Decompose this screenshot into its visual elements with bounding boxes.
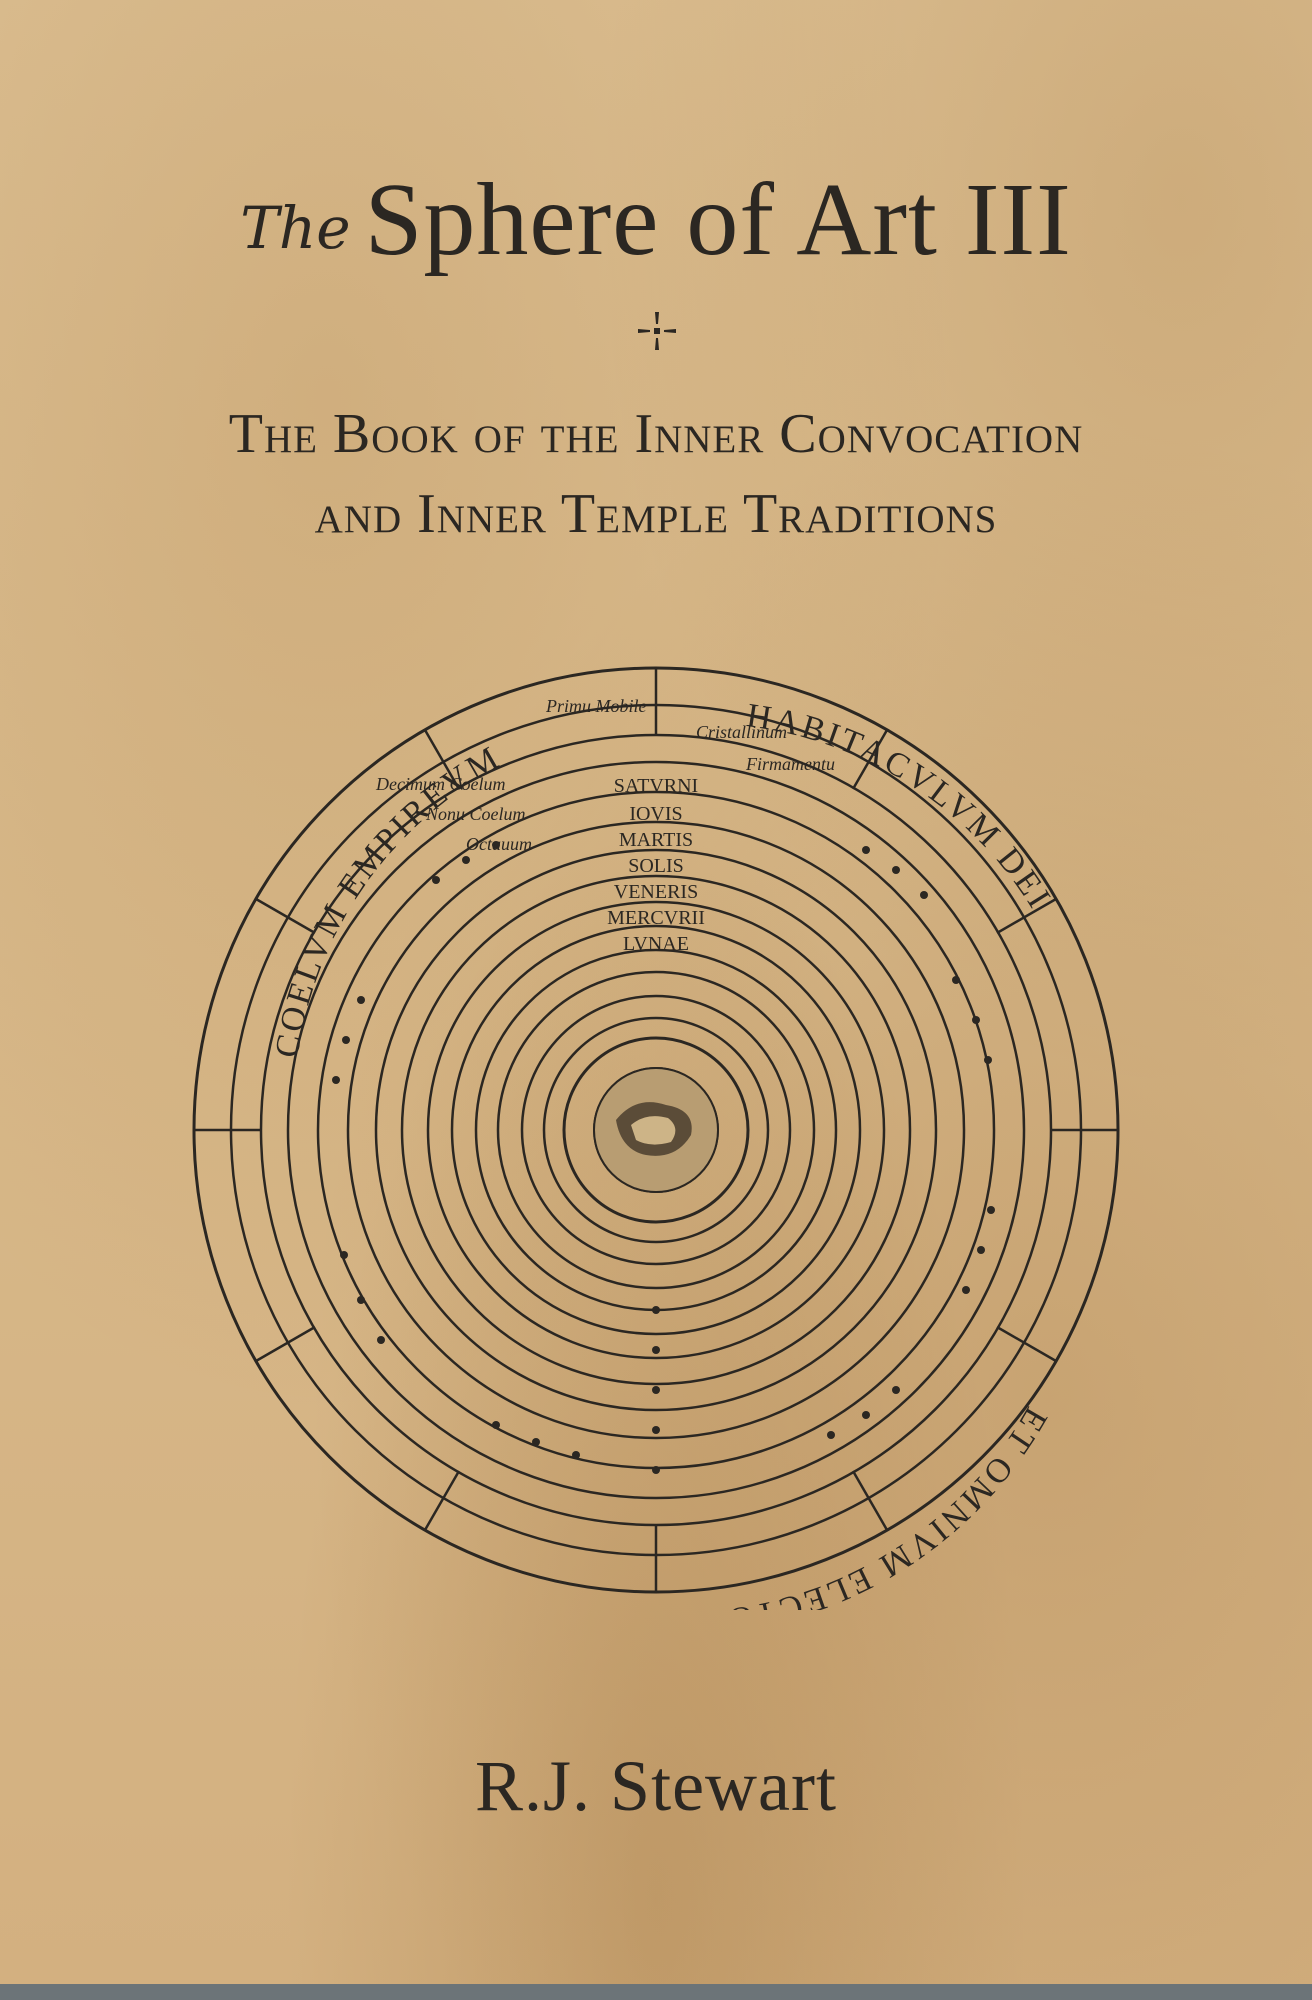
svg-text:Firmamentu: Firmamentu [745,754,835,774]
earth-center [593,1067,719,1193]
svg-text:Primu Mobile: Primu Mobile [545,696,647,716]
svg-text:ET OMNIVM ELECTORVM: ET OMNIVM ELECTORVM [639,1401,1054,1610]
title-prefix: The [240,194,351,262]
svg-text:LVNAE: LVNAE [623,933,689,955]
celestial-spheres-diagram: COELVM EMPIREVM HABITACVLVM DEI ET OMNIV… [192,666,1120,1610]
svg-text:Cristallinum: Cristallinum [696,722,787,742]
svg-text:IOVIS: IOVIS [629,803,682,825]
outer-word-et-omnium-electorum: ET OMNIVM ELECTORVM [639,1401,1051,1610]
subtitle-line-2: and Inner Temple Traditions [314,483,998,545]
title-main: Sphere of Art III [364,162,1072,277]
svg-text:VENERIS: VENERIS [614,881,698,903]
svg-text:Octauum: Octauum [466,834,532,854]
book-author: R.J. Stewart [475,1746,837,1826]
bottom-edge-strip [0,1984,1312,2000]
svg-text:MARTIS: MARTIS [619,829,693,851]
cross-ornament-icon [638,312,676,350]
svg-text:MERCVRII: MERCVRII [607,907,705,929]
svg-text:SATVRNI: SATVRNI [614,775,698,797]
svg-text:SOLIS: SOLIS [628,855,684,877]
subtitle-line-1: The Book of the Inner Convocation [228,403,1084,465]
svg-text:Nonu Coelum: Nonu Coelum [425,804,526,824]
svg-text:Decimum Coelum: Decimum Coelum [375,774,505,794]
